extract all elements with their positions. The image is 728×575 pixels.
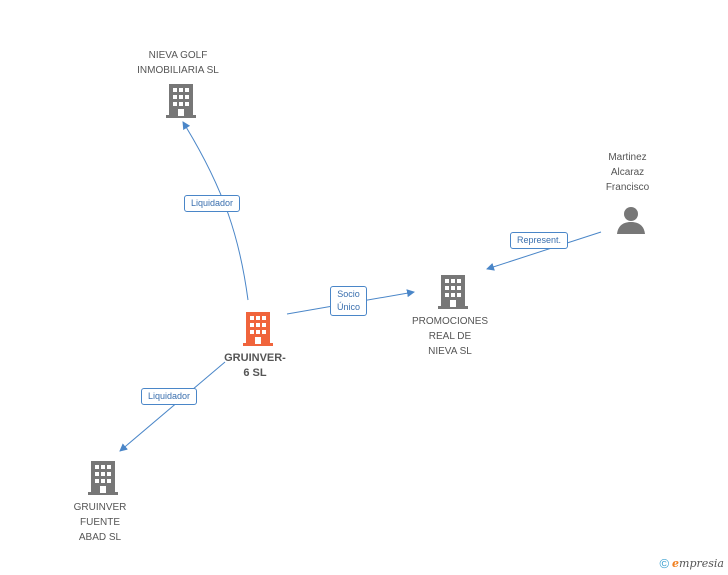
node-label-martinez[interactable]: Martinez Alcaraz Francisco — [605, 152, 650, 193]
node-label-nieva-golf[interactable]: NIEVA GOLF INMOBILIARIA SL — [137, 50, 219, 76]
node-label-gruinver-6[interactable]: GRUINVER- 6 SL — [224, 352, 286, 379]
node-label-gruinver-fuente[interactable]: GRUINVER FUENTE ABAD SL — [73, 502, 127, 543]
edge-liquidador-top — [182, 121, 249, 301]
building-icon[interactable] — [438, 275, 468, 309]
building-icon[interactable] — [166, 84, 196, 118]
footer-brand: © empresia — [659, 556, 724, 571]
building-icon[interactable] — [243, 312, 273, 346]
edge-label-liquidador-bottom[interactable]: Liquidador — [141, 388, 198, 405]
edge-label-liquidador-top[interactable]: Liquidador — [184, 195, 241, 212]
edge-represent — [486, 231, 602, 271]
copyright-icon: © — [659, 556, 670, 571]
person-icon[interactable] — [616, 205, 646, 235]
empresia-logo: empresia — [672, 557, 724, 570]
edge-label-represent[interactable]: Represent. — [510, 232, 569, 249]
node-label-promociones[interactable]: PROMOCIONES REAL DE NIEVA SL — [411, 316, 489, 357]
edge-label-socio-unico[interactable]: Socio Único — [330, 286, 368, 316]
edge-liquidador-bottom — [119, 361, 226, 452]
building-icon[interactable] — [88, 461, 118, 495]
